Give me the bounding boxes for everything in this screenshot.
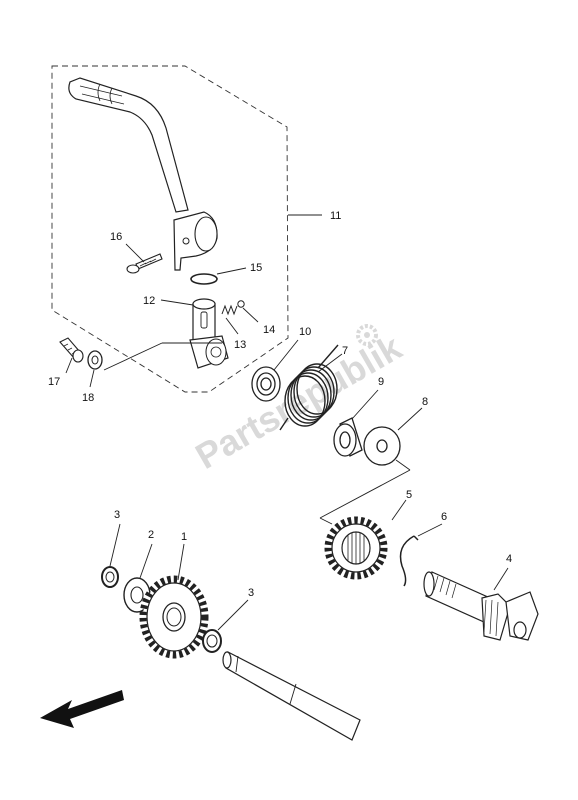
callout-8: 8 — [422, 396, 428, 408]
callout-14: 14 — [263, 324, 275, 336]
kick-lever — [68, 77, 218, 271]
seal-10 — [251, 366, 281, 402]
washer-18 — [87, 350, 103, 370]
bolt-17 — [59, 337, 84, 363]
callout-17: 17 — [48, 376, 60, 388]
assembly-boundary — [51, 65, 289, 393]
bushing-9 — [333, 417, 363, 457]
callout-16: 16 — [110, 231, 122, 243]
torsion-spring-7 — [279, 344, 339, 431]
callout-18: 18 — [82, 392, 94, 404]
ball-14 — [237, 300, 245, 308]
callout-2: 2 — [148, 529, 154, 541]
kick-boss-12 — [189, 298, 229, 369]
washer-8 — [363, 426, 401, 466]
leader-lines — [65, 214, 509, 631]
gear-icon — [356, 324, 378, 346]
arrow-icon — [40, 690, 124, 728]
clip-6 — [399, 535, 419, 587]
circlip-3-right — [202, 629, 222, 653]
callout-4: 4 — [506, 553, 512, 565]
callout-11: 11 — [330, 210, 341, 222]
callout-13: 13 — [234, 339, 246, 351]
callout-3a: 3 — [114, 509, 120, 521]
callout-12: 12 — [143, 295, 155, 307]
kick-axle-4 — [423, 571, 539, 641]
callout-9: 9 — [378, 376, 384, 388]
callout-10: 10 — [299, 326, 311, 338]
spring-13 — [221, 304, 238, 316]
callout-3b: 3 — [248, 587, 254, 599]
callout-6: 6 — [441, 511, 447, 523]
callout-7: 7 — [342, 345, 348, 357]
callout-15: 15 — [250, 262, 262, 274]
idle-gear-1 — [139, 575, 209, 659]
kick-gear-5 — [324, 516, 388, 580]
o-ring-15 — [190, 273, 218, 285]
idle-shaft — [222, 651, 361, 741]
callout-labels: 11 16 15 12 14 13 10 7 9 8 17 18 5 6 4 3… — [48, 210, 512, 599]
circlip-3-left — [101, 566, 119, 588]
callout-5: 5 — [406, 489, 412, 501]
bolt-16 — [126, 253, 163, 274]
callout-1: 1 — [181, 531, 187, 543]
